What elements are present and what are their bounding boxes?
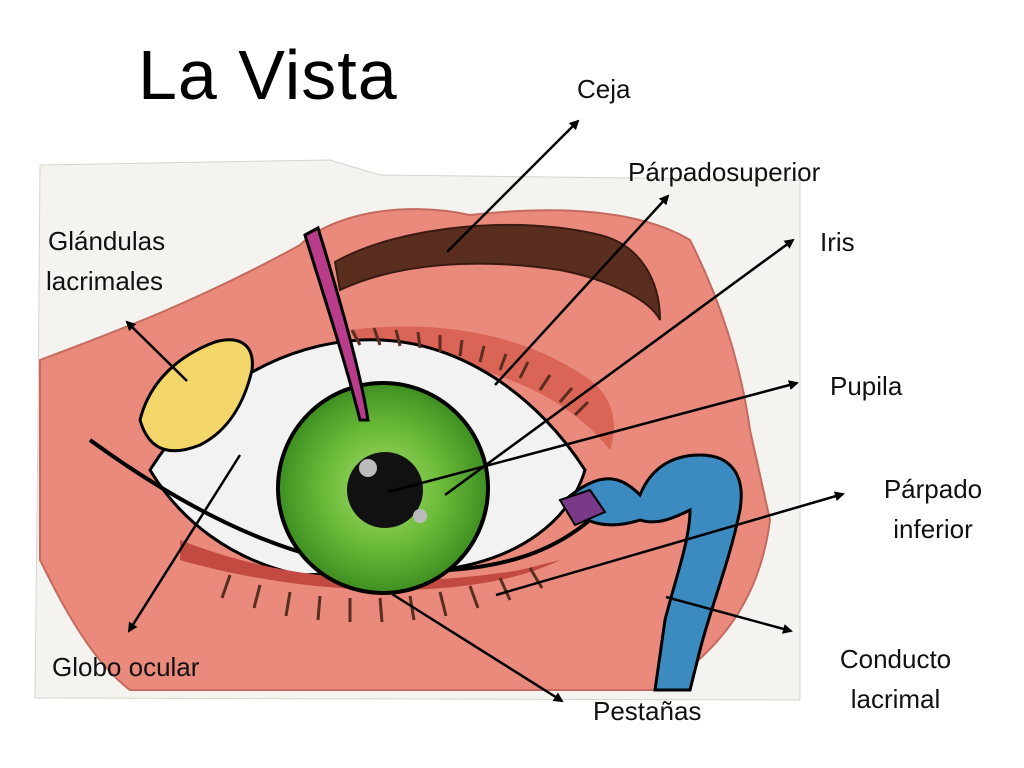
lacrimal-duct: [563, 453, 743, 692]
label-iris: Iris: [820, 227, 855, 257]
arrow-parpado-superior: [494, 194, 670, 386]
lacrimal-gland: [138, 338, 254, 453]
label-parpado-inferior-line2: inferior: [893, 514, 973, 544]
label-parpado-inferior-line1: Párpado: [883, 474, 983, 504]
upper-eyelid-fold: [350, 326, 614, 450]
arrow-pestanas: [391, 592, 564, 703]
tear-caruncle: [558, 488, 607, 527]
upper-eyelashes: [350, 327, 590, 417]
label-conducto-line2: lacrimal: [850, 684, 941, 714]
arrow-iris: [444, 238, 795, 497]
lower-eyelid-rim: [180, 540, 560, 590]
label-conducto-line1: Conducto: [839, 644, 952, 674]
arrow-conducto: [665, 595, 793, 634]
upper-eyelid-flap: [303, 225, 370, 422]
label-glandulas-line1: Glándulas: [48, 226, 166, 256]
arrow-parpado-inferior: [495, 491, 845, 597]
label-parpado-superior: Párpadosuperior: [628, 157, 821, 187]
label-pupila: Pupila: [830, 371, 903, 401]
label-ceja: Ceja: [577, 74, 631, 104]
label-glandulas-line2: lacrimales: [46, 266, 164, 296]
pupil-highlight-2: [413, 509, 427, 523]
pointer-arrows: [125, 119, 845, 703]
slide-title: La Vista: [138, 36, 398, 114]
pupil-shape: [347, 452, 423, 528]
arrow-globo: [127, 454, 242, 633]
arrow-ceja: [446, 119, 580, 253]
pupil-highlight-1: [359, 459, 377, 477]
arrow-pupila: [387, 380, 799, 494]
arrow-glandulas: [125, 320, 188, 382]
eyebrow: [333, 223, 661, 321]
label-globo-ocular: Globo ocular: [52, 652, 200, 682]
label-pestanas: Pestañas: [593, 696, 702, 726]
